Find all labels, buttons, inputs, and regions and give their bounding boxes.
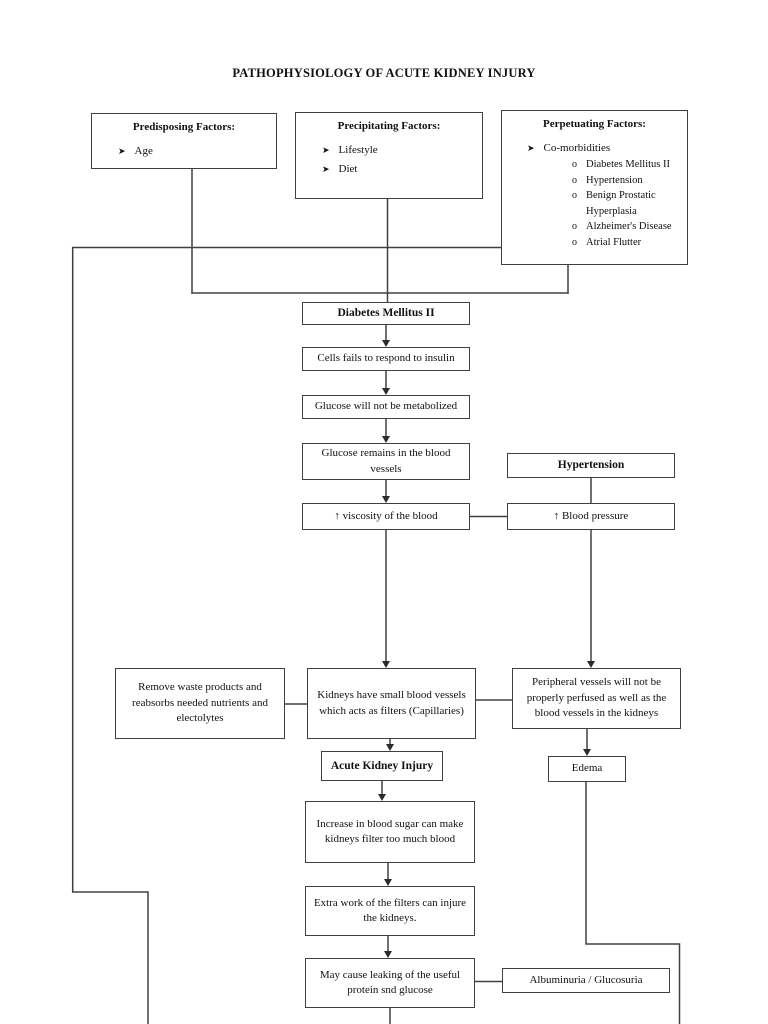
arrowhead <box>384 951 392 958</box>
box-increased-blood-pressure: ↑ Blood pressure <box>507 503 675 530</box>
circle-bullet-icon: o <box>572 159 577 170</box>
arrowhead <box>378 794 386 801</box>
list-item: ➤ Co-morbidities <box>527 140 687 156</box>
box-glucose-not-metabolized: Glucose will not be metabolized <box>302 395 470 419</box>
list-item: ➤ Age <box>118 143 276 159</box>
list-item: ➤ Lifestyle <box>322 142 482 158</box>
box-cells-fail-insulin: Cells fails to respond to insulin <box>302 347 470 371</box>
arrowhead <box>382 388 390 395</box>
box-acute-kidney-injury: Acute Kidney Injury <box>321 751 443 781</box>
arrow-bullet-icon: ➤ <box>527 143 535 153</box>
box-remove-waste: Remove waste products and reabsorbs need… <box>115 668 285 739</box>
box-predisposing-factors: Predisposing Factors: ➤ Age <box>91 113 277 169</box>
sub-list-item-label: Diabetes Mellitus II <box>586 159 670 170</box>
list-item-label: Lifestyle <box>338 144 378 156</box>
page-title: PATHOPHYSIOLOGY OF ACUTE KIDNEY INJURY <box>232 66 536 80</box>
factor-title: Predisposing Factors: <box>132 121 236 133</box>
circle-bullet-icon: o <box>572 221 577 232</box>
list-item: ➤ Diet <box>322 161 482 177</box>
box-increased-viscosity: ↑ viscosity of the blood <box>302 503 470 530</box>
box-diabetes-mellitus-ii: Diabetes Mellitus II <box>302 302 470 325</box>
arrow-bullet-icon: ➤ <box>322 164 330 174</box>
circle-bullet-icon: o <box>572 174 577 186</box>
sub-list-item-label: Hypertension <box>586 174 643 186</box>
connector-feedback-left <box>71 246 501 1024</box>
list-item-label: Diet <box>338 163 358 175</box>
arrowhead <box>382 661 390 668</box>
arrowhead <box>382 436 390 443</box>
arrowhead <box>384 879 392 886</box>
sub-list-item-label: Atrial Flutter <box>586 236 642 248</box>
factor-title: Perpetuating Factors: <box>543 118 646 130</box>
sub-list-item: o Diabetes Mellitus II <box>572 157 687 173</box>
box-hypertension: Hypertension <box>507 453 675 478</box>
box-leaking-protein-glucose: May cause leaking of the useful protein … <box>305 958 475 1008</box>
box-albuminuria-glucosuria: Albuminuria / Glucosuria <box>502 968 670 993</box>
sub-list-item-label: Alzheimer's Disease <box>586 221 672 232</box>
sub-list-item: o Alzheimer's Disease <box>572 219 687 235</box>
arrowhead <box>583 749 591 756</box>
arrowhead <box>382 340 390 347</box>
box-edema: Edema <box>548 756 626 782</box>
factor-title: Precipitating Factors: <box>337 120 441 132</box>
arrow-bullet-icon: ➤ <box>322 145 330 155</box>
box-peripheral-vessels: Peripheral vessels will not be properly … <box>512 668 681 729</box>
box-extra-work-filters: Extra work of the filters can injure the… <box>305 886 475 936</box>
sub-list-item-label: Benign Prostatic Hyperplasia <box>586 190 656 217</box>
arrowhead <box>386 744 394 751</box>
arrowhead <box>587 661 595 668</box>
connector-edema-down-right <box>585 782 681 1024</box>
box-precipitating-factors: Precipitating Factors: ➤ Lifestyle ➤ Die… <box>295 112 483 199</box>
box-glucose-remains: Glucose remains in the blood vessels <box>302 443 470 480</box>
circle-bullet-icon: o <box>572 236 577 248</box>
circle-bullet-icon: o <box>572 190 577 201</box>
list-item-label: Co-morbidities <box>543 142 611 154</box>
sub-list-item: o Benign Prostatic Hyperplasia <box>572 188 687 219</box>
arrow-bullet-icon: ➤ <box>118 146 126 156</box>
arrowhead <box>382 496 390 503</box>
box-kidneys-capillaries: Kidneys have small blood vessels which a… <box>307 668 476 739</box>
box-perpetuating-factors: Perpetuating Factors: ➤ Co-morbidities o… <box>501 110 688 265</box>
sub-list-item: o Atrial Flutter <box>572 235 687 251</box>
list-item-label: Age <box>134 145 153 157</box>
sub-list-item: o Hypertension <box>572 173 687 189</box>
box-increase-blood-sugar: Increase in blood sugar can make kidneys… <box>305 801 475 863</box>
